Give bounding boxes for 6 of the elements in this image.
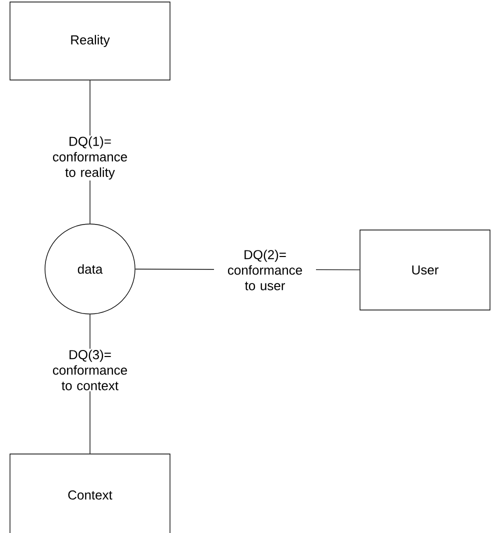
process-box: Reality: [10, 2, 170, 80]
process-box: User: [360, 230, 490, 310]
edge-label: DQ(3)= conformance to context: [39, 348, 141, 392]
edge-label: DQ(2)= conformance to user: [214, 248, 316, 292]
edge-label: DQ(1)= conformance to reality: [39, 135, 141, 181]
process-box: Context: [10, 454, 170, 533]
